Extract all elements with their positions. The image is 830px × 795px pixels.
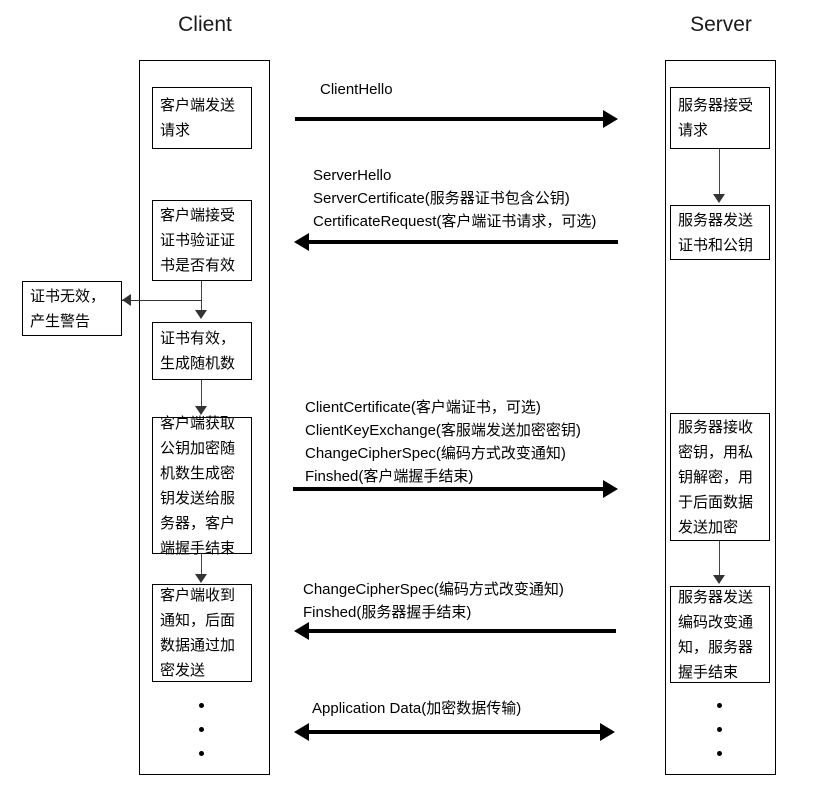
lane-title-server: Server	[690, 13, 752, 36]
lane-title-client: Client	[178, 13, 232, 36]
continuation-ellipsis-client	[199, 703, 204, 756]
connector-line-client-keyexchange-to-encrypted	[201, 554, 202, 576]
client-step-text: 客户端收到通知，后面数据通过加密发送	[160, 587, 236, 679]
ellipsis-dot	[717, 703, 722, 708]
arrowhead-left-icon	[294, 622, 309, 640]
client-step-box-encrypted-send: 客户端收到通知，后面数据通过加密发送	[152, 584, 252, 682]
ellipsis-dot	[717, 751, 722, 756]
message-label-group-clienthello: ClientHello	[320, 78, 393, 101]
server-step-text: 服务器发送证书和公钥	[678, 211, 754, 254]
continuation-ellipsis-server	[717, 703, 722, 756]
connector-line-server-receivekey-to-changecipher	[719, 541, 720, 577]
message-label-line: ClientCertificate(客户端证书，可选)	[305, 399, 541, 416]
client-step-box-key-exchange: 客户端获取公钥加密随机数生成密钥发送给服务器，客户端握手结束	[152, 415, 252, 557]
message-label-line: ServerCertificate(服务器证书包含公钥)	[313, 190, 570, 207]
server-step-box-send-certificate: 服务器发送证书和公钥	[670, 205, 770, 260]
server-step-box-change-cipher: 服务器发送编码改变通知，服务器握手结束	[670, 586, 770, 683]
connector-arrowhead-down-icon	[195, 310, 207, 319]
message-label-line: ServerHello	[313, 167, 392, 184]
message-arrow-line-changecipherspec	[308, 629, 616, 633]
client-step-text: 客户端获取公钥加密随机数生成密钥发送给服务器，客户端握手结束	[160, 414, 236, 557]
server-step-text: 服务器发送编码改变通知，服务器握手结束	[678, 588, 754, 681]
server-step-text: 服务器接受请求	[678, 97, 754, 139]
alert-box-text: 证书无效，产生警告	[30, 287, 106, 330]
message-label-group-serverhello: ServerHello ServerCertificate(服务器证书包含公钥)…	[313, 164, 596, 233]
message-label-line: CertificateRequest(客户端证书请求，可选)	[313, 213, 597, 230]
arrowhead-right-icon	[600, 723, 615, 741]
connector-line-client-verify-to-valid	[201, 281, 202, 313]
ellipsis-dot	[199, 703, 204, 708]
message-arrow-line-applicationdata	[308, 730, 602, 734]
message-label-line: ChangeCipherSpec(编码方式改变通知)	[303, 581, 564, 598]
message-label-group-clientcertificate: ClientCertificate(客户端证书，可选) ClientKeyExc…	[305, 396, 581, 488]
arrowhead-right-icon	[603, 480, 618, 498]
connector-arrowhead-down-icon	[713, 194, 725, 203]
ellipsis-dot	[717, 727, 722, 732]
server-step-box-receive-key: 服务器接收密钥，用私钥解密，用于后面数据发送加密	[670, 413, 770, 541]
message-arrow-line-clienthello	[295, 117, 605, 121]
client-step-text: 证书有效，生成随机数	[160, 330, 236, 372]
message-label-line: ClientHello	[320, 81, 393, 98]
ellipsis-dot	[199, 727, 204, 732]
connector-arrowhead-down-icon	[195, 406, 207, 415]
client-step-text: 客户端接受证书验证证书是否有效	[160, 207, 236, 274]
server-step-box-accept-request: 服务器接受请求	[670, 87, 770, 149]
connector-arrowhead-down-icon	[713, 575, 725, 584]
arrowhead-right-icon	[603, 110, 618, 128]
arrowhead-left-icon	[294, 723, 309, 741]
message-label-line: Finshed(客户端握手结束)	[305, 468, 474, 485]
connector-line-to-alert-box	[122, 300, 202, 301]
message-label-group-applicationdata: Application Data(加密数据传输)	[312, 697, 521, 720]
message-label-line: Finshed(服务器握手结束)	[303, 604, 472, 621]
connector-line-server-accept-to-sendcert	[719, 149, 720, 196]
client-step-box-send-request: 客户端发送请求	[152, 87, 252, 149]
connector-arrowhead-left-icon	[122, 294, 131, 306]
message-label-line: Application Data(加密数据传输)	[312, 700, 522, 717]
message-arrow-line-serverhello	[308, 240, 618, 244]
message-arrow-line-clientcertificate	[293, 487, 605, 491]
message-label-group-changecipherspec: ChangeCipherSpec(编码方式改变通知) Finshed(服务器握手…	[303, 578, 564, 624]
arrowhead-left-icon	[294, 233, 309, 251]
client-step-text: 客户端发送请求	[160, 97, 236, 139]
client-step-box-verify-certificate: 客户端接受证书验证证书是否有效	[152, 200, 252, 281]
message-label-line: ClientKeyExchange(客服端发送加密密钥)	[305, 422, 581, 439]
message-label-line: ChangeCipherSpec(编码方式改变通知)	[305, 445, 566, 462]
connector-arrowhead-down-icon	[195, 574, 207, 583]
ellipsis-dot	[199, 751, 204, 756]
certificate-invalid-alert-box: 证书无效，产生警告	[22, 281, 122, 336]
server-step-text: 服务器接收密钥，用私钥解密，用于后面数据发送加密	[678, 418, 754, 536]
client-step-box-certificate-valid: 证书有效，生成随机数	[152, 322, 252, 380]
connector-line-client-valid-to-keyexchange	[201, 380, 202, 408]
